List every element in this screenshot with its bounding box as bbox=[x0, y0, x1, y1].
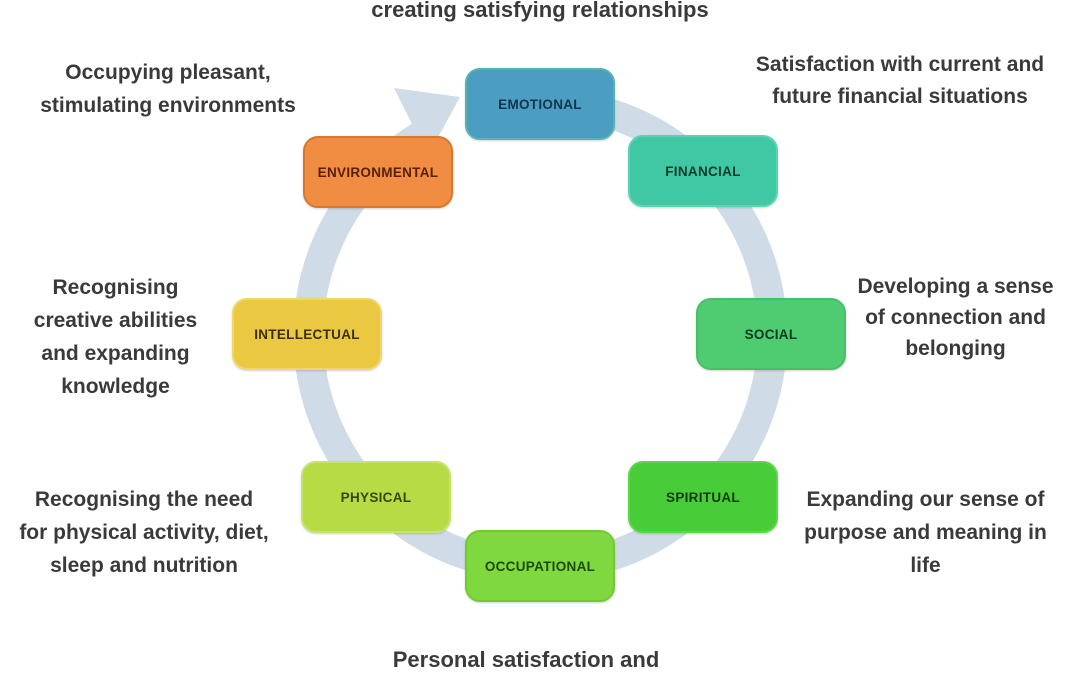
annotation-line: Expanding our sense of bbox=[806, 488, 1045, 511]
annotation-line: for physical activity, diet, bbox=[19, 521, 269, 544]
annotation-spiritual: Expanding our sense of purpose and meani… bbox=[793, 483, 1058, 582]
annotation-line: and expanding bbox=[41, 342, 190, 365]
dimension-label-physical: PHYSICAL bbox=[340, 489, 412, 505]
annotation-financial: Satisfaction with current and future fin… bbox=[742, 49, 1058, 113]
annotation-line: of connection and bbox=[865, 306, 1046, 329]
annotation-line: Satisfaction with current and bbox=[755, 53, 1045, 76]
dimension-box-emotional: EMOTIONAL bbox=[465, 68, 615, 140]
annotation-line: Occupying pleasant, bbox=[65, 61, 271, 84]
annotation-line: Developing a sense bbox=[857, 275, 1054, 298]
dimension-box-social: SOCIAL bbox=[696, 298, 846, 370]
annotation-line: Recognising bbox=[52, 276, 179, 299]
cycle-arrowhead-icon bbox=[394, 88, 460, 156]
dimension-box-occupational: OCCUPATIONAL bbox=[465, 530, 615, 602]
annotation-line: stimulating environments bbox=[40, 94, 296, 117]
annotation-occupational: Personal satisfaction and bbox=[276, 643, 776, 675]
dimension-box-physical: PHYSICAL bbox=[301, 461, 451, 533]
annotation-line: Personal satisfaction and bbox=[392, 647, 660, 672]
dimension-label-environmental: ENVIRONMENTAL bbox=[317, 164, 439, 180]
annotation-line: future financial situations bbox=[772, 85, 1028, 108]
annotation-intellectual: Recognising creative abilities and expan… bbox=[8, 271, 223, 403]
annotation-line: purpose and meaning in bbox=[804, 521, 1047, 544]
annotation-line: creating satisfying relationships bbox=[371, 0, 709, 22]
dimension-label-intellectual: INTELLECTUAL bbox=[254, 326, 360, 342]
annotation-environmental: Occupying pleasant, stimulating environm… bbox=[18, 56, 318, 122]
annotation-line: belonging bbox=[905, 337, 1006, 360]
annotation-line: creative abilities bbox=[33, 309, 198, 332]
dimension-label-social: SOCIAL bbox=[744, 326, 798, 342]
annotation-line: life bbox=[910, 554, 941, 577]
dimension-label-occupational: OCCUPATIONAL bbox=[484, 558, 596, 574]
dimension-box-environmental: ENVIRONMENTAL bbox=[303, 136, 453, 208]
dimension-box-intellectual: INTELLECTUAL bbox=[232, 298, 382, 370]
dimension-box-financial: FINANCIAL bbox=[628, 135, 778, 207]
annotation-social: Developing a sense of connection and bel… bbox=[843, 271, 1068, 364]
dimension-label-financial: FINANCIAL bbox=[665, 163, 741, 179]
annotation-physical: Recognising the need for physical activi… bbox=[3, 483, 285, 582]
annotation-line: Recognising the need bbox=[34, 488, 254, 511]
annotation-emotional: creating satisfying relationships bbox=[290, 0, 790, 25]
annotation-line: sleep and nutrition bbox=[50, 554, 238, 577]
dimension-label-emotional: EMOTIONAL bbox=[498, 96, 582, 112]
annotation-line: knowledge bbox=[61, 375, 170, 398]
dimension-label-spiritual: SPIRITUAL bbox=[666, 489, 740, 505]
dimension-box-spiritual: SPIRITUAL bbox=[628, 461, 778, 533]
